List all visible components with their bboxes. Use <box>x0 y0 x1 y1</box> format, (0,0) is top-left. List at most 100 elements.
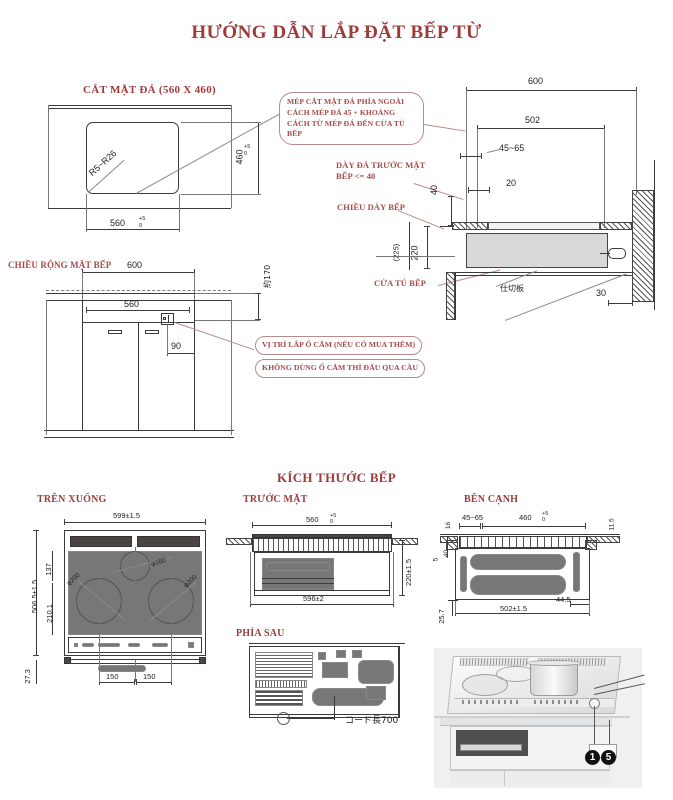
dim-502: 502 <box>525 115 541 125</box>
partition-board-line <box>455 272 632 273</box>
stone-cutout-rect <box>86 122 179 194</box>
view-label-top: TRÊN XUỐNG <box>37 494 107 505</box>
tv-150-ext-l <box>99 624 100 682</box>
sv-rib-band <box>459 536 587 548</box>
tv-depth-tick-b <box>33 655 39 656</box>
rv-cord-v <box>334 696 335 720</box>
tv-dim-210: 210.1 <box>44 604 54 623</box>
fv-body <box>254 552 390 596</box>
sv-dim-45-65: 45~65 <box>462 513 484 522</box>
tv-ctrl-btn-5[interactable] <box>152 643 168 647</box>
fv-panel-line-3 <box>254 590 390 591</box>
rv-small-box-3 <box>352 650 362 658</box>
fv-top-width: 560 <box>306 515 319 524</box>
sv-body <box>455 548 590 600</box>
dim170-ext-top <box>195 293 260 294</box>
photo-badge-5: 5 <box>601 750 616 765</box>
tv-front-lip <box>64 659 206 660</box>
photo-vent-left <box>459 658 529 666</box>
tv-control-panel <box>68 637 202 653</box>
tv-ctrl-btn-2[interactable] <box>82 643 94 647</box>
dim600-ext-r <box>636 90 637 195</box>
tv-dim-150-left: 150 <box>106 672 119 681</box>
dim-560-value: 560 <box>110 218 126 228</box>
section-ref-line <box>376 256 455 257</box>
stone-cut-title: CẮT MẶT ĐÁ (560 X 460) <box>83 84 216 96</box>
dim170-tick-b <box>255 319 261 320</box>
rv-vent-strip <box>255 680 307 688</box>
counter-slab-mid <box>488 222 600 230</box>
sv-257-base <box>448 600 458 601</box>
fv-bodyw-tick-l <box>250 601 251 607</box>
counter-extend-left <box>440 226 454 227</box>
tv-150l-line <box>99 682 135 683</box>
photo-base-divider <box>504 770 505 786</box>
tv-ctrl-btn-6[interactable] <box>188 642 194 648</box>
tv-depth-tick-t <box>33 530 39 531</box>
dim502-line <box>477 128 605 129</box>
sv-445-tick-l <box>570 601 571 607</box>
tv-ctrl-btn-1[interactable] <box>74 643 78 647</box>
cab-dim90-line <box>167 353 195 354</box>
tv-width-line <box>64 522 206 523</box>
fv-560-tick-r <box>391 522 392 528</box>
cabinet-handle-left <box>108 330 122 334</box>
fv-window <box>266 562 330 571</box>
fv-height-value: 220±1.5 <box>404 558 414 587</box>
tv-depth-value: 506.5±1.5 <box>30 579 40 614</box>
stone-bottom-edge <box>48 208 231 209</box>
cab-dim-560: 560 <box>124 299 140 309</box>
tv-150l-tick-l <box>99 679 100 685</box>
sv-dim-25-7: 25.7 <box>436 609 446 624</box>
tv-27-line <box>36 660 37 684</box>
sv-dim-16: 16 <box>445 521 453 530</box>
rv-plug <box>277 712 290 725</box>
photo-badge-leader-1 <box>594 706 595 748</box>
cabinet-wall-left-break <box>46 300 47 435</box>
tv-handle-bottom <box>98 665 146 672</box>
sv-460-tick-l <box>482 523 483 529</box>
dim502-ext-r <box>604 128 605 228</box>
tv-ctrl-btn-3[interactable] <box>98 643 120 647</box>
cab-dim560-line <box>86 310 190 311</box>
sv-dim-502: 502±1.5 <box>500 604 528 613</box>
dim40-tick-t <box>448 196 454 197</box>
photo-burner-left <box>462 674 508 696</box>
dim30-tick-l <box>608 300 609 306</box>
dim-45-65: 45~65 <box>499 143 525 153</box>
tv-corner-r <box>199 657 206 664</box>
dim220-tick-b <box>424 268 430 269</box>
dim220-line <box>427 226 428 269</box>
cooktop-body <box>466 233 608 268</box>
dim20-line <box>468 190 490 191</box>
dim-560-tol-minus: 0 <box>139 223 143 229</box>
dim-460-ext-top <box>181 122 261 123</box>
stone-top-edge-2 <box>48 108 231 109</box>
label-cooktop-width: CHIỀU RỘNG MẶT BẾP <box>8 260 112 270</box>
rv-left-edge <box>249 646 250 718</box>
tv-width-tick-l <box>64 519 65 525</box>
sv-inner-lower <box>470 575 566 595</box>
cab-dim600-line <box>82 272 195 273</box>
cabinet-left-edge <box>82 300 83 430</box>
label-cooktop-thickness-leader <box>397 210 445 230</box>
cabinet-plinth <box>44 437 234 438</box>
rv-vent-grid-lower <box>255 690 303 706</box>
photo-badge-1: 1 <box>585 750 600 765</box>
cabinet-handle-right <box>145 330 159 334</box>
fv-bodyw-tick-r <box>393 601 394 607</box>
fv-panel-line-1 <box>262 578 334 579</box>
fv-counter-left <box>226 538 252 545</box>
photo-ctrl-dots-left <box>461 700 523 704</box>
sv-502-line <box>455 613 590 614</box>
callout-no-socket: KHÔNG DÙNG Ổ CẮM THÌ ĐẤU QUA CẦU <box>255 359 426 378</box>
fv-560-line <box>252 525 392 526</box>
dim-560-line <box>86 229 179 230</box>
sv-dim-460-tol-plus: +5 <box>542 511 549 517</box>
tv-ctrl-btn-4[interactable] <box>128 643 140 647</box>
cab-dim600-ext-r <box>194 272 195 320</box>
photo-base <box>450 770 610 786</box>
dim-600-top: 600 <box>528 76 544 86</box>
sv-502-ext-r <box>589 600 590 614</box>
dim170-ext-bot <box>195 320 260 321</box>
